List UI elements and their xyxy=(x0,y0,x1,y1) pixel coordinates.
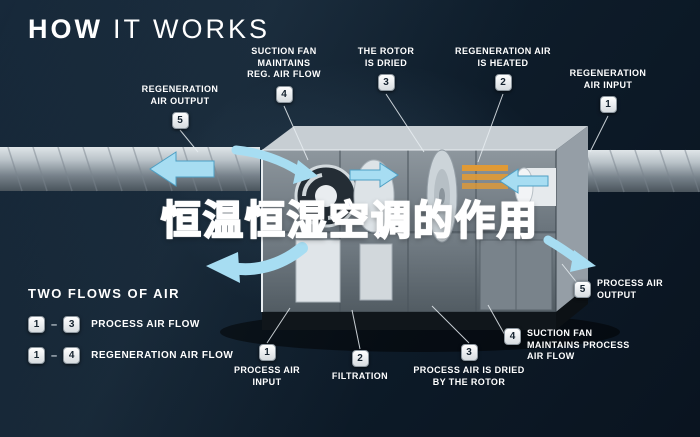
unit-base xyxy=(262,312,556,330)
callout-label: REGENERATION AIR INPUT xyxy=(569,68,647,90)
legend-badge-to: 4 xyxy=(63,347,81,364)
callout-badge: 2 xyxy=(494,74,512,92)
callout-regeneration-air-output: REGENERATION AIR OUTPUT 5 xyxy=(130,84,230,130)
callout-badge: 1 xyxy=(258,344,276,361)
process-swoosh-arrowhead xyxy=(206,252,240,283)
regen-output-arrow xyxy=(149,151,215,187)
callout-badge: 2 xyxy=(351,350,369,367)
callout-label: REGENERATION AIR IS HEATED xyxy=(455,46,551,68)
callout-badge: 5 xyxy=(171,112,189,130)
regen-flow-arrowhead xyxy=(293,160,318,184)
callout-label: FILTRATION xyxy=(331,371,389,381)
left-duct xyxy=(0,146,260,192)
callout-badge: 1 xyxy=(599,96,617,114)
callout-badge: 5 xyxy=(574,281,591,299)
callout-rotor-dried: THE ROTOR IS DRIED 3 xyxy=(348,46,424,92)
overlay-title-cn: 恒温恒湿空调的作用 xyxy=(160,198,539,244)
heater xyxy=(462,165,508,189)
process-output-arrowhead xyxy=(570,250,596,272)
fan-out-arrow xyxy=(349,162,399,188)
callout-process-air-dried: 3 PROCESS AIR IS DRIED BY THE ROTOR xyxy=(404,344,534,388)
legend-badge-to: 3 xyxy=(63,316,81,333)
callout-regen-air-input: REGENERATION AIR INPUT 1 xyxy=(556,68,660,114)
callout-process-air-output: 5 PROCESS AIR OUTPUT xyxy=(574,278,684,301)
callout-label: PROCESS AIR INPUT xyxy=(233,365,301,387)
callout-badge: 4 xyxy=(275,86,293,104)
callout-label: THE ROTOR IS DRIED xyxy=(357,46,415,68)
callout-badge: 4 xyxy=(504,328,521,345)
legend-label: REGENERATION AIR FLOW xyxy=(91,350,234,361)
legend-range-dash: – xyxy=(51,349,58,362)
callout-label: PROCESS AIR OUTPUT xyxy=(597,278,664,300)
legend-heading: TWO FLOWS OF AIR xyxy=(28,286,181,301)
airflow-arrows xyxy=(149,145,596,283)
page-title: HOW IT WORKS xyxy=(28,14,270,45)
legend-two-flows: TWO FLOWS OF AIR 1 – 3 PROCESS AIR FLOW … xyxy=(28,286,233,378)
callout-process-air-input: 1 PROCESS AIR INPUT xyxy=(222,344,312,388)
legend-badge-from: 1 xyxy=(28,347,45,364)
title-word-bold: HOW xyxy=(28,14,103,44)
filter-boxes xyxy=(295,239,553,311)
callout-badge: 3 xyxy=(377,74,395,92)
legend-range-dash: – xyxy=(51,318,58,331)
callout-label: PROCESS AIR IS DRIED BY THE ROTOR xyxy=(413,365,525,387)
callout-suction-fan-reg: SUCTION FAN MAINTAINS REG. AIR FLOW 4 xyxy=(232,46,336,104)
title-word-light: IT WORKS xyxy=(112,14,270,44)
callout-lines xyxy=(179,93,609,350)
callout-label: SUCTION FAN MAINTAINS PROCESS AIR FLOW xyxy=(527,328,630,362)
callout-suction-fan-process: 4 SUCTION FAN MAINTAINS PROCESS AIR FLOW xyxy=(504,328,630,363)
callout-filtration: 2 FILTRATION xyxy=(320,350,400,383)
legend-row-process: 1 – 3 PROCESS AIR FLOW xyxy=(28,316,233,333)
regen-input-arrow xyxy=(499,168,549,194)
rotor xyxy=(426,149,458,243)
legend-badge-from: 1 xyxy=(28,316,45,333)
regen-flow-arrow xyxy=(231,145,305,177)
callout-label: REGENERATION AIR OUTPUT xyxy=(141,84,219,106)
suction-fan xyxy=(294,164,358,228)
callout-regen-air-heated: REGENERATION AIR IS HEATED 2 xyxy=(448,46,558,92)
legend-row-regeneration: 1 – 4 REGENERATION AIR FLOW xyxy=(28,347,233,364)
callout-badge: 3 xyxy=(460,344,478,361)
legend-label: PROCESS AIR FLOW xyxy=(91,319,200,330)
callout-label: SUCTION FAN MAINTAINS REG. AIR FLOW xyxy=(247,46,321,80)
